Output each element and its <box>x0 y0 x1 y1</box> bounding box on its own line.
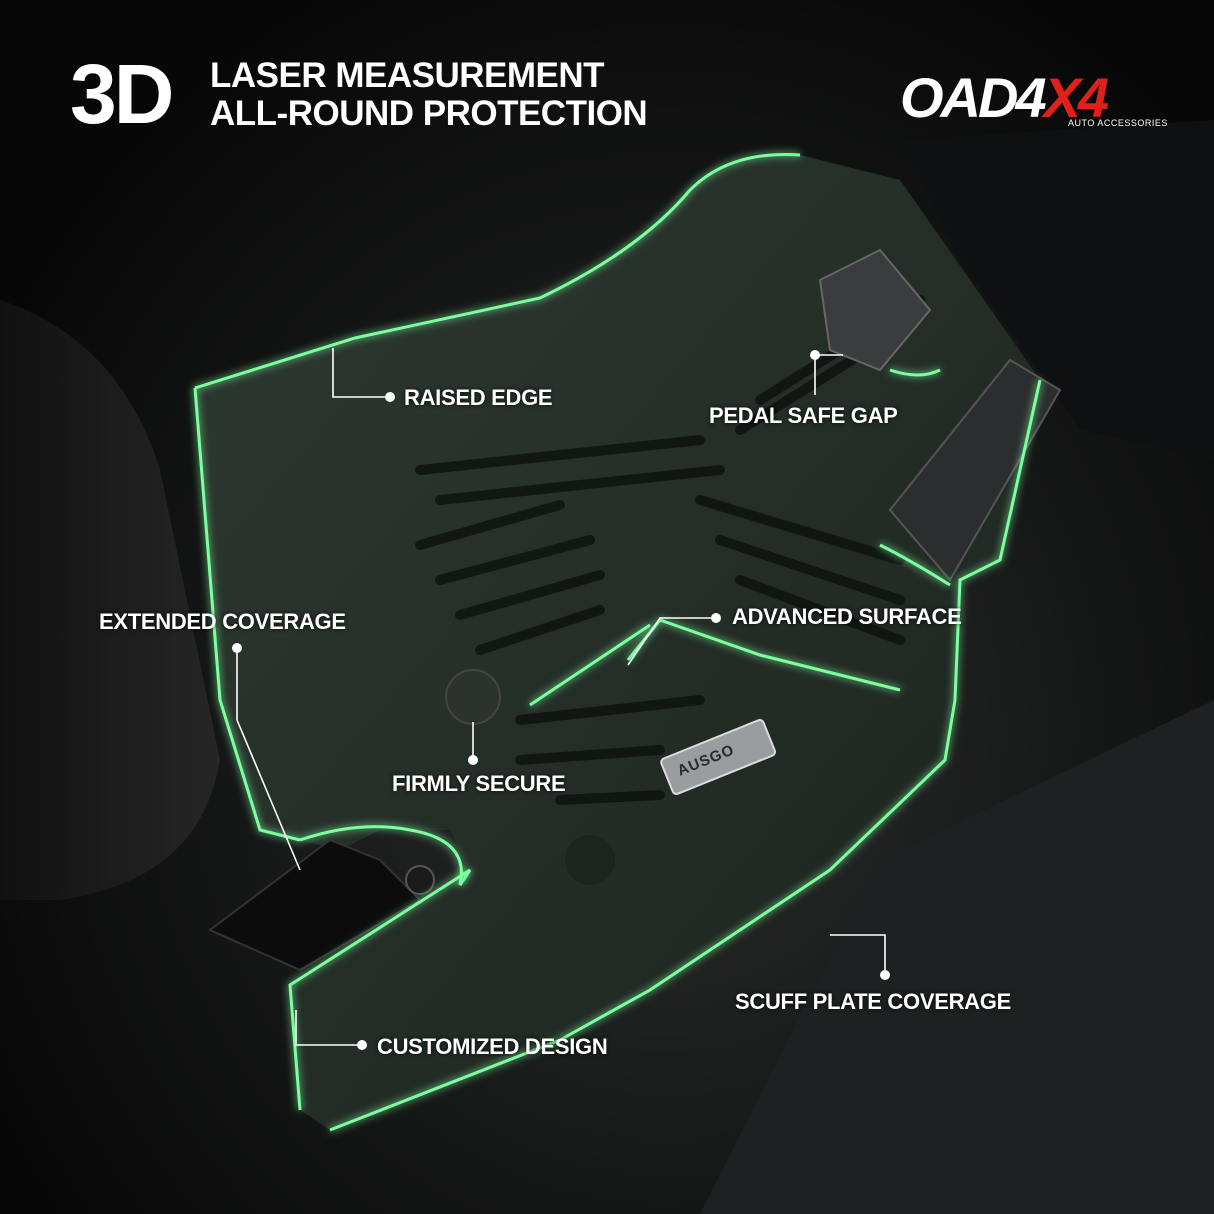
callout-dot-advanced-surface <box>711 613 721 623</box>
floor-mat <box>195 154 1040 1130</box>
callout-dot-extended-coverage <box>232 643 242 653</box>
label-raised-edge: RAISED EDGE <box>404 385 553 410</box>
logo-wordmark-accent: X4 <box>1043 66 1109 129</box>
logo-tagline: AUTO ACCESSORIES <box>1068 118 1168 128</box>
headline-line-1: LASER MEASUREMENT <box>210 56 605 95</box>
callout-leader-lines <box>236 348 886 1046</box>
accelerator-pedal <box>888 358 1062 582</box>
label-firmly-secure: FIRMLY SECURE <box>392 771 566 796</box>
label-scuff-plate-coverage: SCUFF PLATE COVERAGE <box>735 989 1011 1014</box>
mat-outline-highlight <box>193 152 1042 1132</box>
brand-logo: OAD4X4 AUTO ACCESSORIES <box>900 70 1180 130</box>
label-extended-coverage: EXTENDED COVERAGE <box>99 609 346 634</box>
headline-line-2: ALL-ROUND PROTECTION <box>210 94 648 133</box>
brake-pedal <box>818 248 932 372</box>
callout-dot-firmly-secure <box>468 755 478 765</box>
door-sill <box>700 700 1214 1214</box>
retention-hook <box>445 669 501 725</box>
callout-dot-pedal-safe-gap <box>810 350 820 360</box>
logo-wordmark-main: OAD4 <box>900 66 1047 129</box>
brand-badge <box>660 719 777 796</box>
callout-dot-scuff-plate-coverage <box>880 970 890 980</box>
headline-3d: 3D <box>70 47 174 141</box>
dashboard <box>900 120 1214 460</box>
label-customized-design: CUSTOMIZED DESIGN <box>377 1034 608 1059</box>
callout-dot-customized-design <box>357 1040 367 1050</box>
label-pedal-safe-gap: PEDAL SAFE GAP <box>709 403 898 428</box>
label-advanced-surface: ADVANCED SURFACE <box>732 604 962 629</box>
seat <box>0 300 220 900</box>
seat-rail <box>208 838 435 972</box>
logo-wordmark: OAD4X4 <box>900 70 1109 126</box>
callout-dot-raised-edge <box>385 392 395 402</box>
